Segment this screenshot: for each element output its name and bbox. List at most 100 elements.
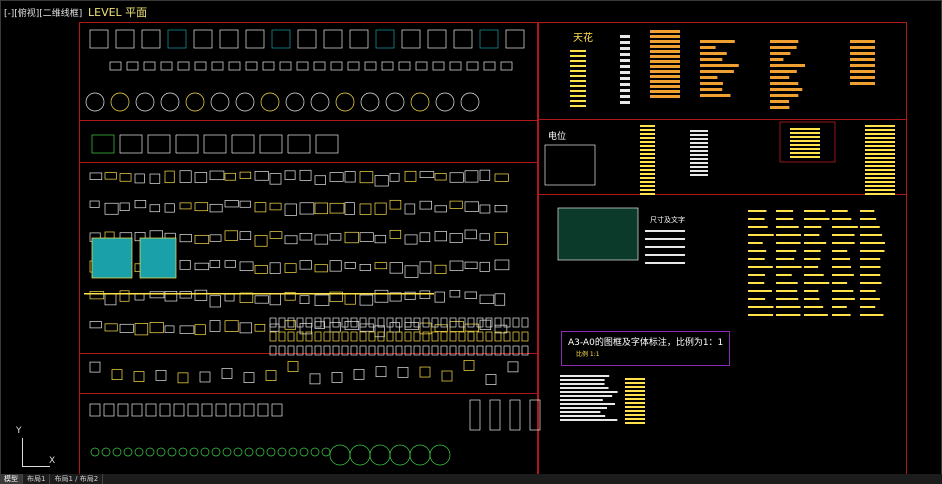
cad-block[interactable] <box>284 291 296 301</box>
text-block[interactable] <box>748 266 773 268</box>
text-block[interactable] <box>640 133 655 135</box>
cad-block[interactable] <box>278 345 286 356</box>
text-block[interactable] <box>770 106 790 109</box>
text-block[interactable] <box>560 415 606 417</box>
text-block[interactable] <box>860 282 882 284</box>
cad-block[interactable] <box>374 262 388 270</box>
text-block[interactable] <box>625 394 645 396</box>
cad-block[interactable] <box>149 291 165 299</box>
text-block[interactable] <box>700 76 718 79</box>
cad-block[interactable] <box>359 331 367 342</box>
cad-block[interactable] <box>239 200 251 208</box>
cad-block[interactable] <box>464 291 477 299</box>
cad-block[interactable] <box>224 200 239 208</box>
cad-block[interactable] <box>296 331 304 342</box>
text-block[interactable] <box>748 218 765 220</box>
cad-block[interactable] <box>485 331 493 342</box>
cad-block[interactable] <box>164 170 175 184</box>
text-block[interactable] <box>700 58 723 61</box>
cad-block[interactable] <box>278 317 286 328</box>
cad-block[interactable] <box>145 447 155 457</box>
cad-block[interactable] <box>507 361 519 373</box>
viewport-controls-label[interactable]: [-][俯视][二维线框] <box>4 9 83 19</box>
cad-block[interactable] <box>179 325 195 334</box>
text-block[interactable] <box>640 145 655 147</box>
text-block[interactable] <box>804 290 819 292</box>
text-block[interactable] <box>690 138 708 140</box>
cad-block[interactable] <box>479 204 491 214</box>
cad-block[interactable] <box>149 204 161 213</box>
cad-block[interactable] <box>419 322 432 335</box>
cad-block[interactable] <box>479 294 495 304</box>
text-block[interactable] <box>776 298 799 300</box>
cad-block[interactable] <box>350 317 358 328</box>
text-block[interactable] <box>570 55 586 57</box>
cad-block[interactable] <box>299 447 309 457</box>
text-block[interactable] <box>640 153 655 155</box>
text-block[interactable] <box>625 406 645 408</box>
cad-block[interactable] <box>133 371 145 382</box>
text-block[interactable] <box>560 379 605 381</box>
text-block[interactable] <box>570 75 586 77</box>
cad-block[interactable] <box>489 399 501 431</box>
cad-block[interactable] <box>155 370 167 381</box>
cad-block[interactable] <box>529 399 541 431</box>
text-block[interactable] <box>832 290 854 292</box>
text-block[interactable] <box>790 136 820 138</box>
text-block[interactable] <box>650 95 680 98</box>
text-block[interactable] <box>748 282 765 284</box>
text-block[interactable] <box>640 157 655 159</box>
cad-block[interactable] <box>179 259 191 270</box>
cad-block[interactable] <box>483 61 496 71</box>
text-block[interactable] <box>776 210 794 212</box>
text-block[interactable] <box>620 59 630 62</box>
text-block[interactable] <box>776 290 798 292</box>
text-block[interactable] <box>776 314 801 316</box>
text-block[interactable] <box>860 274 881 276</box>
cad-block[interactable] <box>194 61 207 71</box>
cad-block[interactable] <box>467 317 475 328</box>
cad-block[interactable] <box>284 203 297 216</box>
cad-block[interactable] <box>389 199 402 210</box>
cad-block[interactable] <box>323 331 331 342</box>
cad-block[interactable] <box>164 291 178 302</box>
cad-block[interactable] <box>375 366 387 378</box>
cad-block[interactable] <box>413 331 421 342</box>
cad-block[interactable] <box>464 170 479 183</box>
cad-block[interactable] <box>194 262 210 271</box>
cad-block[interactable] <box>156 447 166 457</box>
text-block[interactable] <box>560 411 601 413</box>
cad-block[interactable] <box>374 289 389 303</box>
text-block[interactable] <box>865 193 895 195</box>
cad-block[interactable] <box>201 403 213 417</box>
cad-block[interactable] <box>254 235 268 247</box>
cad-block[interactable] <box>431 317 439 328</box>
text-block[interactable] <box>776 250 797 252</box>
cad-block[interactable] <box>344 202 355 215</box>
cad-block[interactable] <box>494 293 506 306</box>
text-block[interactable] <box>640 125 655 127</box>
cad-block[interactable] <box>141 29 161 49</box>
cad-block[interactable] <box>503 345 511 356</box>
cad-block[interactable] <box>209 295 221 308</box>
text-block[interactable] <box>832 274 854 276</box>
text-block[interactable] <box>700 46 716 49</box>
text-block[interactable] <box>560 391 618 393</box>
text-block[interactable] <box>850 70 875 73</box>
text-block[interactable] <box>650 90 680 93</box>
cad-block[interactable] <box>210 92 230 112</box>
text-block[interactable] <box>865 185 895 187</box>
text-block[interactable] <box>865 153 895 155</box>
cad-block[interactable] <box>305 345 313 356</box>
text-block[interactable] <box>776 218 794 220</box>
text-block[interactable] <box>770 64 806 67</box>
cad-block[interactable] <box>368 345 376 356</box>
text-block[interactable] <box>804 210 826 212</box>
text-block[interactable] <box>832 210 848 212</box>
cad-block[interactable] <box>434 231 447 242</box>
cad-block[interactable] <box>159 403 171 417</box>
cad-block[interactable] <box>419 366 431 378</box>
text-block[interactable] <box>865 165 895 167</box>
cad-block[interactable] <box>359 323 374 332</box>
cad-block[interactable] <box>479 169 491 181</box>
